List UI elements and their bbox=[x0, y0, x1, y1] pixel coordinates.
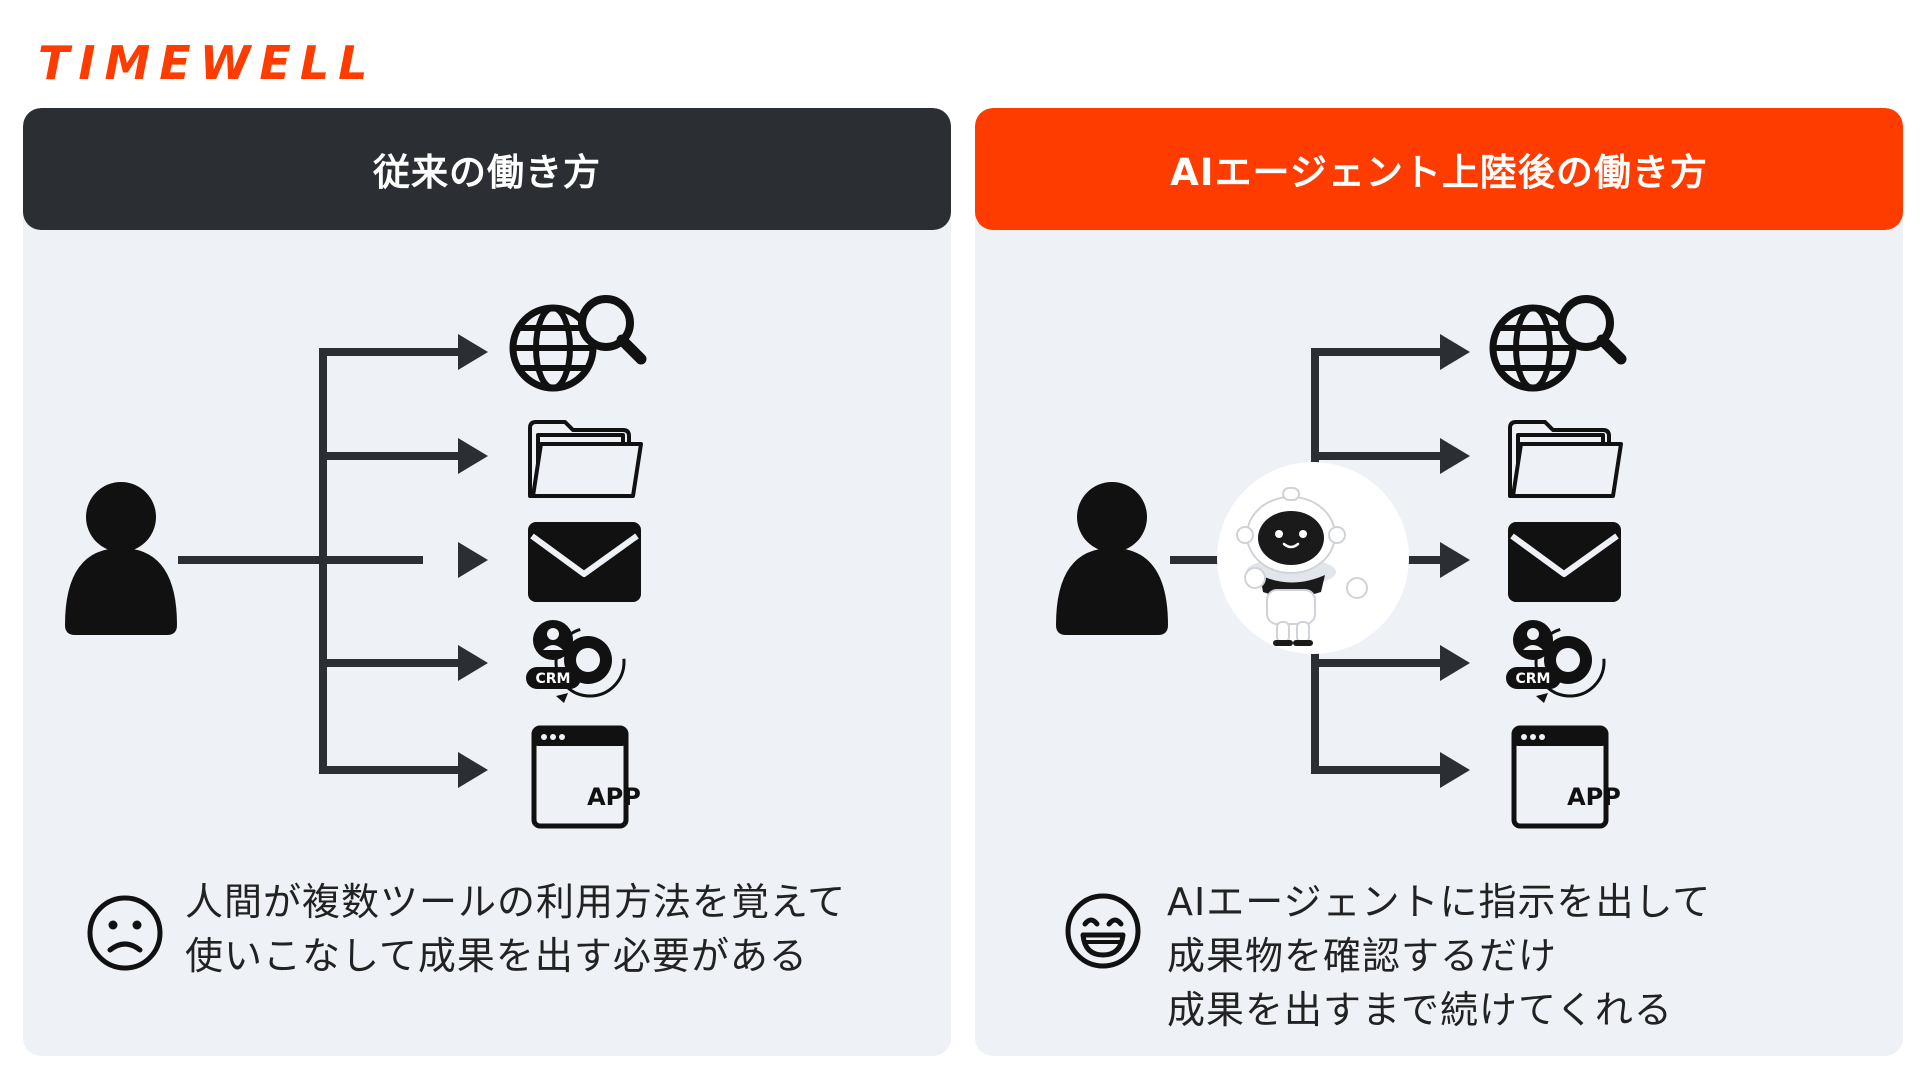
person-icon bbox=[1056, 482, 1168, 635]
panel-traditional: 従来の働き方 bbox=[23, 108, 951, 1056]
folder-icon bbox=[1508, 420, 1623, 498]
mail-icon bbox=[528, 522, 641, 602]
brand-logo: TIMEWELL bbox=[38, 36, 377, 90]
app-icon: APP bbox=[531, 725, 641, 829]
app-icon: APP bbox=[1511, 725, 1621, 829]
crm-icon: CRM bbox=[1506, 620, 1606, 703]
mail-icon bbox=[1508, 522, 1621, 602]
panel-header-ai-agent: AIエージェント上陸後の働き方 bbox=[975, 108, 1903, 230]
crm-label: CRM bbox=[536, 671, 571, 687]
connector-lines bbox=[178, 348, 458, 774]
caption-line: 人間が複数ツールの利用方法を覚えて bbox=[185, 880, 847, 924]
arrowheads bbox=[1440, 334, 1470, 788]
panel-header-traditional: 従来の働き方 bbox=[23, 108, 951, 230]
panel-ai-agent: AIエージェント上陸後の働き方 bbox=[975, 108, 1903, 1056]
app-label: APP bbox=[587, 783, 641, 811]
caption-line: AIエージェントに指示を出して bbox=[1167, 880, 1712, 924]
diagram-ai-agent: CRM APP bbox=[975, 230, 1903, 990]
caption-line: 使いこなして成果を出す必要がある bbox=[185, 934, 808, 978]
diagram-traditional: CRM APP bbox=[23, 230, 951, 990]
panel-title: AIエージェント上陸後の働き方 bbox=[1170, 151, 1708, 194]
caption-line: 成果物を確認するだけ bbox=[1167, 934, 1558, 978]
caption-line: 成果を出すまで続けてくれる bbox=[1167, 988, 1673, 1032]
happy-face-icon bbox=[1065, 893, 1141, 969]
web-search-icon bbox=[1489, 295, 1627, 392]
robot-icon bbox=[1217, 462, 1409, 654]
app-label: APP bbox=[1567, 783, 1621, 811]
web-search-icon bbox=[509, 295, 647, 392]
caption-text: AIエージェントに指示を出して 成果物を確認するだけ 成果を出すまで続けてくれる bbox=[1167, 875, 1711, 1037]
arrowheads bbox=[458, 334, 488, 788]
caption-ai-agent: AIエージェントに指示を出して 成果物を確認するだけ 成果を出すまで続けてくれる bbox=[975, 863, 1903, 1043]
crm-icon: CRM bbox=[526, 620, 626, 703]
panel-title: 従来の働き方 bbox=[373, 151, 601, 194]
caption-traditional: 人間が複数ツールの利用方法を覚えて 使いこなして成果を出す必要がある bbox=[23, 863, 951, 1043]
person-icon bbox=[65, 482, 177, 635]
folder-icon bbox=[528, 420, 643, 498]
caption-text: 人間が複数ツールの利用方法を覚えて 使いこなして成果を出す必要がある bbox=[185, 875, 846, 983]
crm-label: CRM bbox=[1516, 671, 1551, 687]
sad-face-icon bbox=[87, 895, 163, 971]
